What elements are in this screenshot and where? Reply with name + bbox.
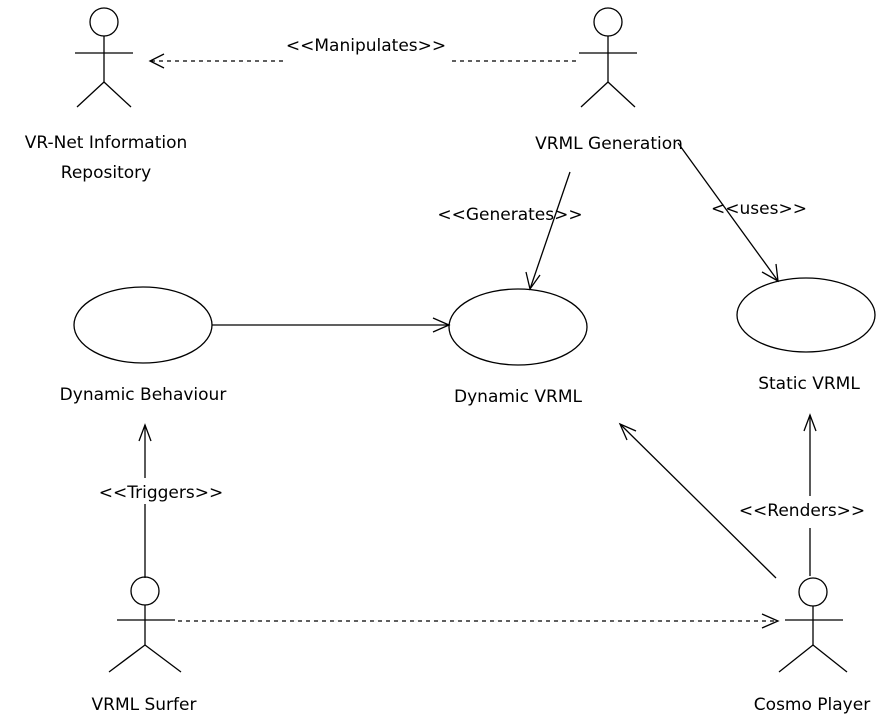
actor-vrml-generation: VRML Generation [535, 7, 683, 154]
use-case-ellipse [448, 288, 588, 366]
actor-repository-label-line1: VR-Net Information [25, 133, 188, 153]
arrowhead-icon [138, 423, 152, 442]
stick-figure-icon [778, 577, 848, 673]
relation-renders: <<Renders>> [739, 413, 865, 576]
relation-triggers: <<Triggers>> [99, 423, 223, 578]
actor-repository: VR-Net Information Repository [25, 7, 188, 183]
association-behaviour-to-dynamic-vrml [212, 317, 451, 333]
relation-manipulates-label: <<Manipulates>> [286, 36, 446, 56]
use-case-static-vrml: Static VRML [736, 277, 876, 394]
use-case-static-vrml-label: Static VRML [758, 374, 860, 394]
arrowhead-icon [761, 613, 780, 629]
actor-cosmo-player-label: Cosmo Player [754, 695, 870, 715]
relation-uses-label: <<uses>> [711, 199, 807, 219]
relation-renders-label: <<Renders>> [739, 501, 865, 521]
relation-triggers-label: <<Triggers>> [99, 483, 223, 503]
relation-uses: <<uses>> [677, 142, 807, 283]
association-cosmo-to-dynamic-vrml [618, 422, 777, 579]
arrowhead-icon [803, 413, 817, 432]
stick-figure-icon [579, 7, 637, 108]
use-case-dynamic-vrml-label: Dynamic VRML [454, 387, 582, 407]
use-case-dynamic-behaviour-label: Dynamic Behaviour [60, 385, 227, 405]
arrowhead-icon [148, 53, 165, 69]
actor-repository-label-line2: Repository [61, 163, 151, 183]
use-case-dynamic-behaviour: Dynamic Behaviour [60, 286, 227, 405]
actor-vrml-surfer-label: VRML Surfer [92, 695, 197, 715]
use-case-ellipse [736, 277, 876, 353]
stick-figure-icon [75, 7, 133, 108]
actor-vrml-surfer: VRML Surfer [92, 576, 197, 715]
actor-vrml-generation-label: VRML Generation [535, 134, 683, 154]
use-case-dynamic-vrml: Dynamic VRML [448, 288, 588, 407]
relation-manipulates: <<Manipulates>> [148, 36, 576, 69]
actor-cosmo-player: Cosmo Player [754, 577, 870, 715]
arrowhead-icon [761, 263, 779, 283]
connector-line [677, 142, 779, 282]
arrowhead-icon [618, 422, 637, 441]
relation-surfer-to-cosmo [178, 613, 780, 629]
connector-line [619, 423, 777, 579]
stick-figure-icon [108, 576, 182, 673]
arrowhead-icon [432, 317, 451, 333]
relation-generates: <<Generates>> [437, 171, 583, 291]
arrowhead-icon [525, 271, 541, 291]
connector-line [529, 171, 571, 290]
relation-generates-label: <<Generates>> [437, 205, 582, 225]
use-case-ellipse [73, 286, 213, 364]
